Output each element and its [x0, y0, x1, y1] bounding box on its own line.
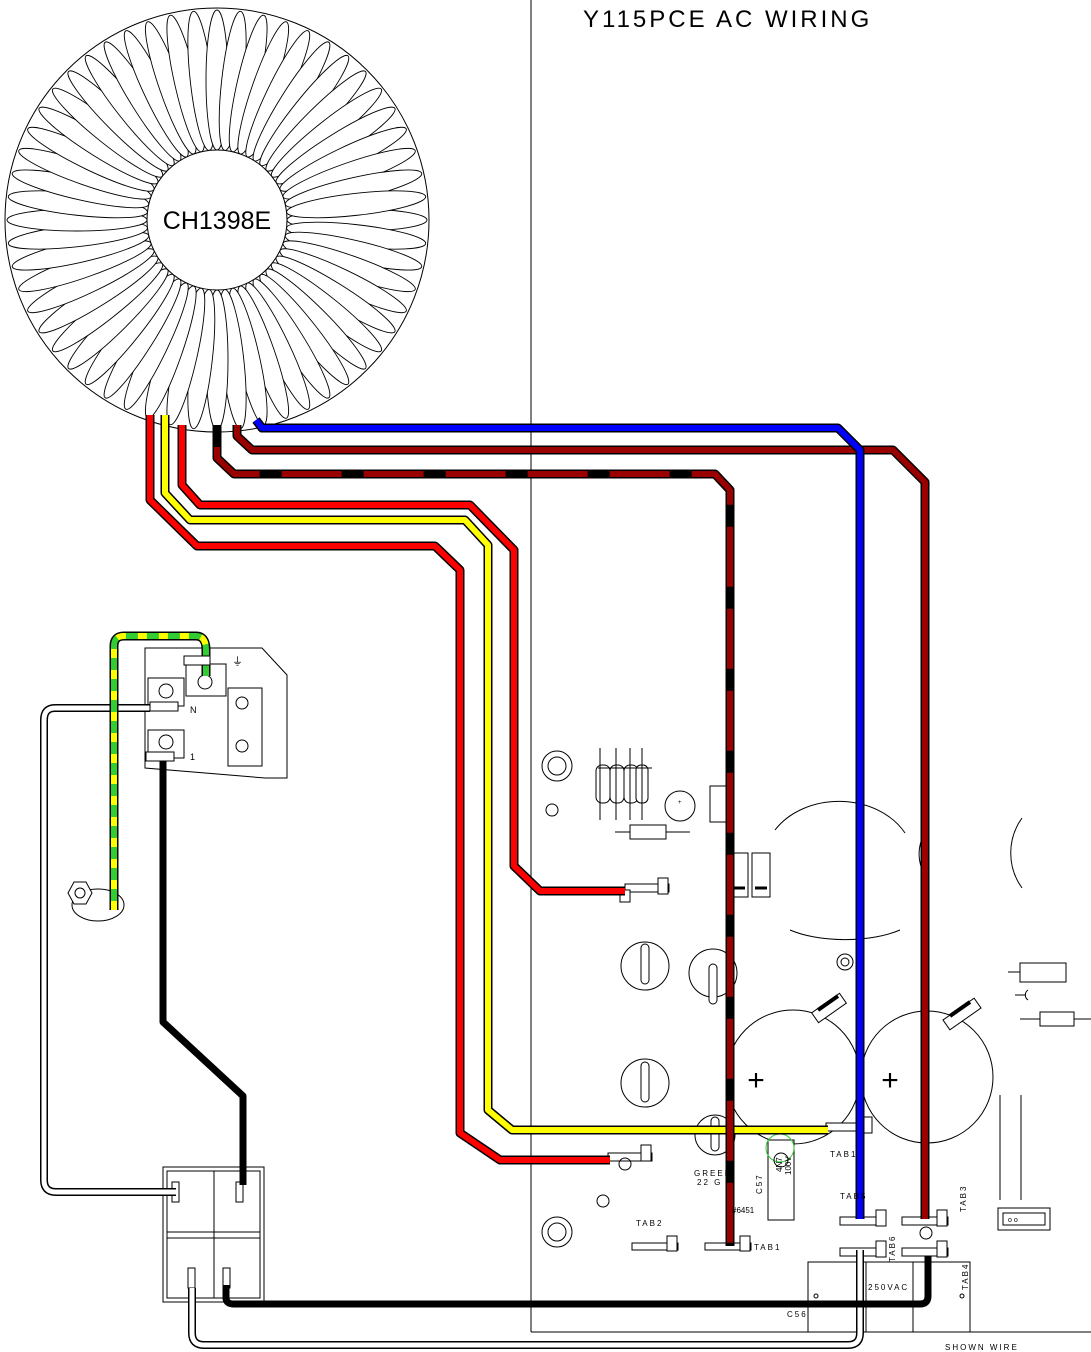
svg-text:⏚: ⏚: [232, 655, 243, 668]
inlet-live-label: 1: [190, 752, 195, 762]
tab4-label: TAB4: [961, 1263, 970, 1290]
diagram-title: Y115PCE AC WIRING: [583, 6, 872, 33]
tab2-label: TAB2: [636, 1219, 663, 1228]
tab3-label: TAB3: [959, 1185, 968, 1212]
cap-voltage-label: 250VAC: [868, 1283, 909, 1292]
gauge-label: 22 G: [697, 1178, 722, 1187]
tab6-label: TAB6: [888, 1235, 897, 1262]
cap-left-plus: +: [747, 1064, 765, 1097]
tab1-label: TAB1: [754, 1243, 781, 1252]
transformer-label: CH1398E: [163, 207, 271, 235]
wires: [40, 415, 932, 1349]
tab5-label: TAB5: [840, 1192, 867, 1201]
power-switch: [162, 1166, 265, 1303]
footer-note: SHOWN WIRE: [945, 1343, 1019, 1352]
toroidal-transformer: [4, 7, 430, 433]
c57-value-label: 4N7: [775, 1157, 784, 1172]
part-number-label: #6451: [732, 1206, 755, 1215]
green-label: GREEN: [694, 1169, 732, 1178]
inlet-terminals: [145, 655, 211, 762]
transformer-windings: [6, 9, 428, 431]
inlet-neutral-label: N: [190, 705, 197, 715]
wire-live: [159, 752, 247, 1185]
pcb-outline: [530, 0, 1091, 1333]
board-components: +: [541, 748, 1091, 1333]
c56-label: C56: [787, 1310, 808, 1319]
cap-right-plus: +: [881, 1064, 899, 1097]
svg-text:o o: o o: [1008, 1217, 1018, 1224]
wire-switch-black: [222, 1256, 932, 1308]
svg-text:+: +: [678, 800, 682, 806]
wire-switch-return: [188, 1250, 864, 1349]
c57-voltage-label: 100V: [784, 1156, 793, 1175]
tab-top-label: TAB1: [830, 1150, 857, 1159]
wire-red-outer: [145, 415, 610, 1165]
iec-inlet: ⏚: [144, 647, 288, 779]
c57-label: C57: [755, 1173, 764, 1194]
